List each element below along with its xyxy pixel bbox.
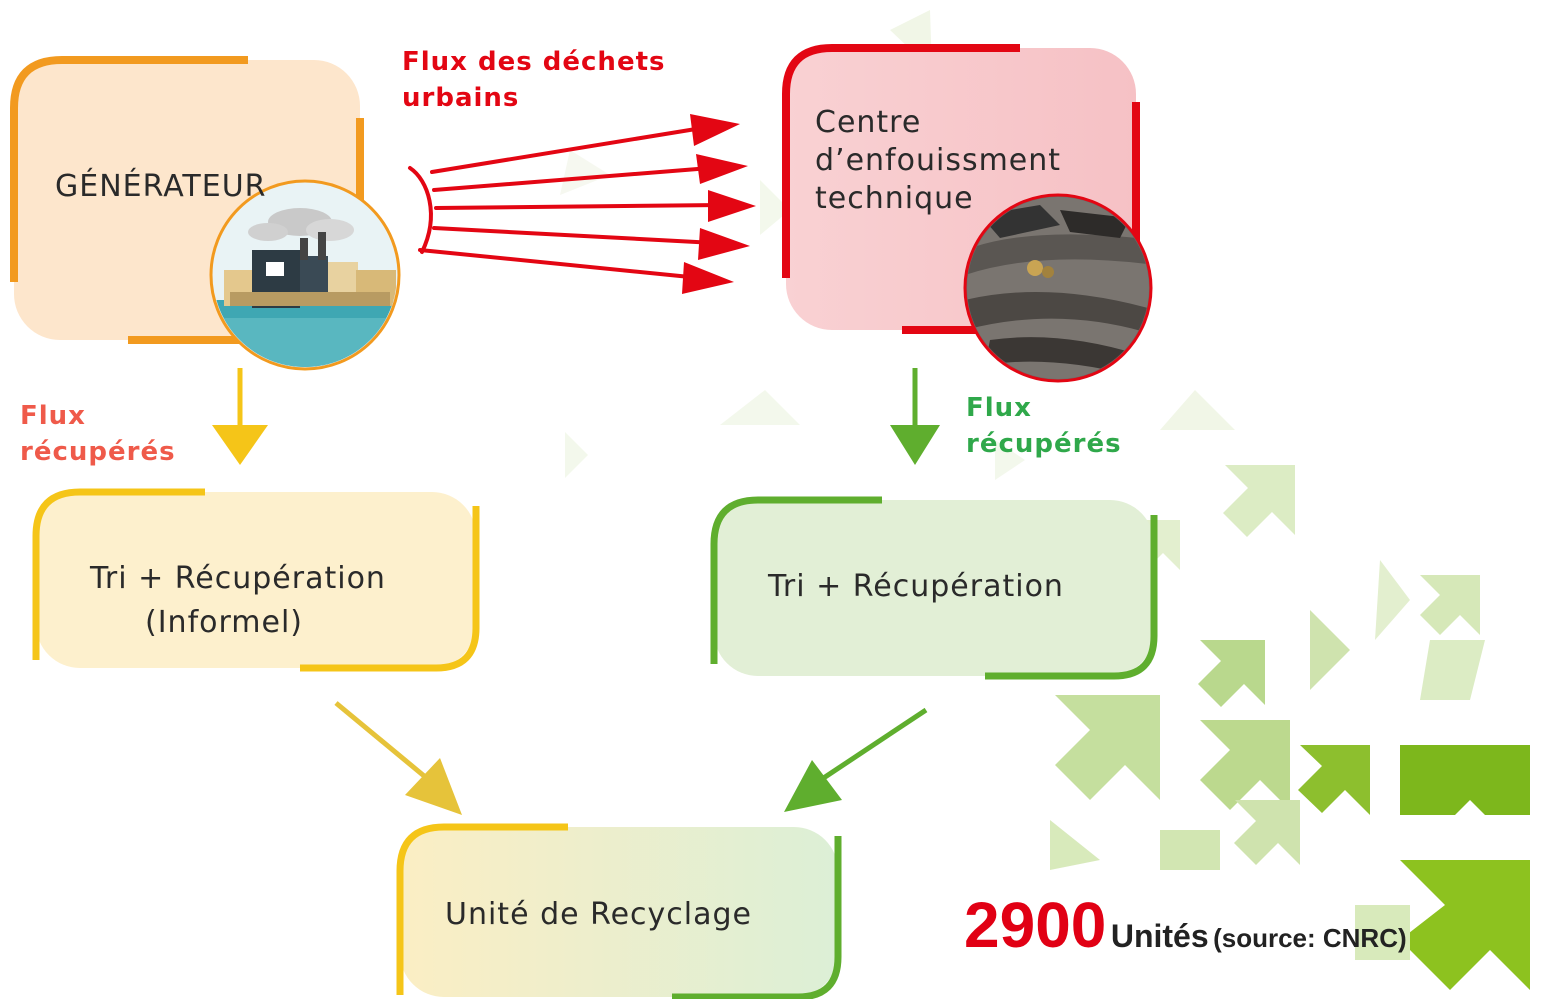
urban-waste-flow-label-line-2: urbains	[402, 83, 520, 113]
generator-to-informal-arrow	[212, 368, 268, 465]
recycling-box	[396, 823, 842, 999]
recovered-flow-left-line-2: récupérés	[20, 437, 176, 467]
landfill-label: Centre d’enfouissment technique	[815, 104, 1061, 218]
formal-sort-box	[710, 496, 1158, 680]
urban-waste-flow-label-line-1: Flux des déchets	[402, 47, 666, 77]
recovered-flow-right-line-1: Flux	[966, 393, 1032, 423]
landfill-label-line-3: technique	[815, 181, 974, 216]
landfill-label-line-1: Centre	[815, 105, 922, 140]
informal-sort-box	[32, 488, 480, 672]
landfill-photo-image	[963, 193, 1153, 383]
urban-waste-flow-label: Flux des déchets urbains	[402, 44, 665, 116]
stat-unit: Unités	[1110, 918, 1209, 954]
informal-to-recycling-arrow	[334, 701, 462, 815]
city-illustration-icon	[209, 179, 401, 371]
recovered-flow-left-label: Flux récupérés	[20, 398, 176, 470]
stat-value: 2900	[964, 889, 1107, 961]
formal-to-recycling-arrow	[784, 707, 928, 812]
stat-source: (source: CNRC)	[1213, 923, 1407, 953]
recycling-label: Unité de Recyclage	[445, 897, 753, 932]
landfill-to-formal-arrow	[890, 368, 940, 465]
recycling-units-stat: 2900 Unités (source: CNRC)	[964, 888, 1407, 962]
informal-sort-label: Tri + Récupération (Informel)	[90, 560, 450, 642]
urban-waste-arrowheads	[682, 114, 756, 294]
landfill-label-line-2: d’enfouissment	[815, 143, 1062, 178]
recovered-flow-right-label: Flux récupérés	[966, 390, 1122, 462]
recovered-flow-right-line-2: récupérés	[966, 429, 1122, 459]
generator-label: GÉNÉRATEUR	[55, 169, 267, 204]
urban-waste-flow-arrows	[408, 126, 724, 280]
formal-sort-label: Tri + Récupération	[768, 569, 1064, 604]
decorative-arrow-cluster	[1050, 465, 1530, 990]
informal-sort-label-line-2: (Informel)	[145, 605, 304, 640]
informal-sort-label-line-1: Tri + Récupération	[90, 561, 386, 596]
recovered-flow-left-line-1: Flux	[20, 401, 86, 431]
